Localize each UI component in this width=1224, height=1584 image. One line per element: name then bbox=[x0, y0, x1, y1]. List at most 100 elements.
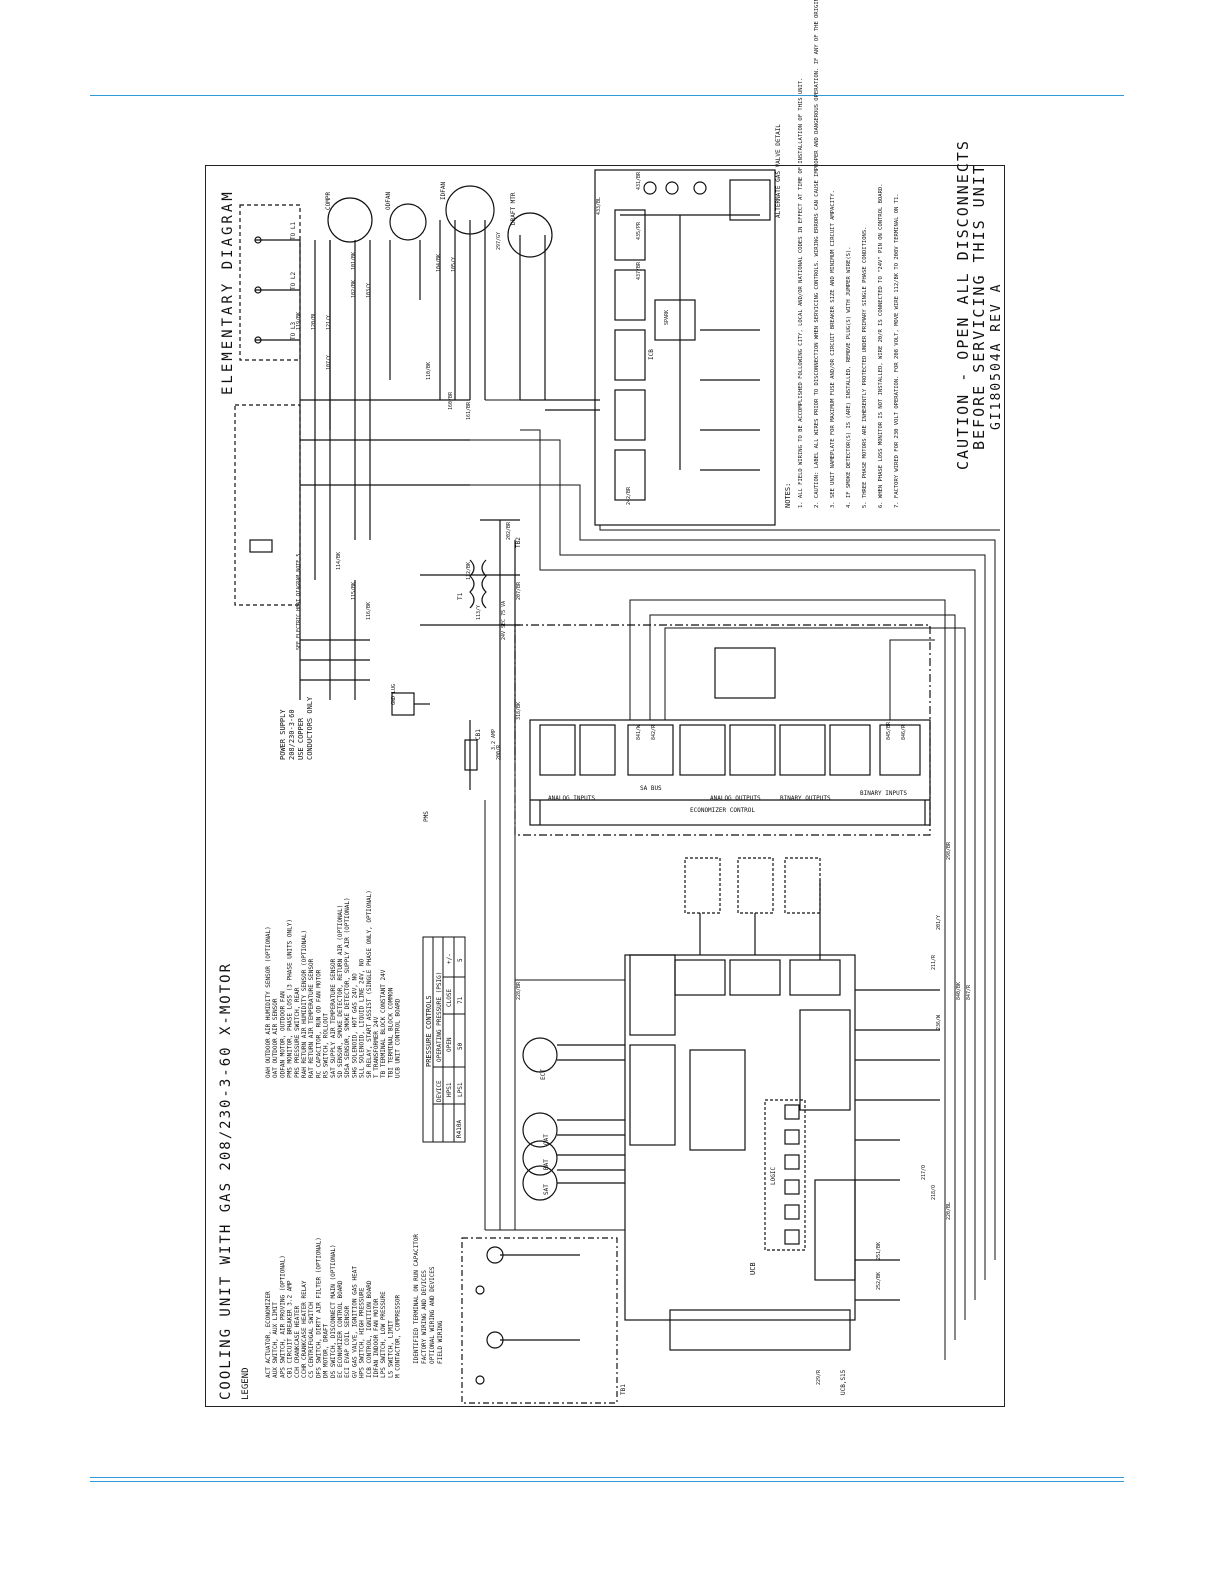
wire-label: 846/R bbox=[901, 724, 907, 740]
component-label-binary-inputs: BINARY INPUTS bbox=[860, 790, 907, 797]
component-label-compr: COMPR bbox=[325, 192, 332, 210]
legend-entry: OAH OUTDOOR AIR HUMIDITY SENSOR (OPTIONA… bbox=[265, 926, 272, 1078]
legend-entry: DFS SWITCH, DIRTY AIR FILTER (OPTIONAL) bbox=[315, 1237, 322, 1378]
legend-entry: SD SENSOR, SMOKE DETECTOR, RETURN AIR (O… bbox=[337, 905, 344, 1078]
footer-rule bbox=[90, 1477, 1124, 1478]
wire-label: 217/O bbox=[921, 1165, 927, 1180]
note-entry: 2. CAUTION: LABEL ALL WIRES PRIOR TO DIS… bbox=[814, 0, 820, 508]
component-label-alternate: ALTERNATE GAS VALVE DETAIL bbox=[775, 124, 782, 218]
legend-entry: IDFAN INDOOR FAN MOTOR bbox=[373, 1298, 380, 1378]
economizer-control-board bbox=[514, 624, 931, 836]
legend-entry: TBI TERMINAL BLOCK COMMON bbox=[387, 987, 394, 1078]
component-label-sat: SAT bbox=[543, 1184, 550, 1195]
component-label-gnd-lug: GND LUG bbox=[391, 684, 397, 705]
legend-entry: RS SWITCH, ROLLOUT bbox=[323, 1013, 330, 1078]
legend-entry: RAT RETURN AIR TEMPERATURE SENSOR bbox=[308, 958, 315, 1078]
wire-label: 435/PR bbox=[636, 221, 642, 240]
legend-entry: SDSA SENSOR, SMOKE DETECTOR, SUPPLY AIR … bbox=[344, 897, 351, 1078]
component-label-to-l1: TO L1 bbox=[290, 222, 297, 240]
wire-label: 297/GY bbox=[496, 232, 502, 250]
wire-label: 101/BK bbox=[351, 252, 357, 270]
wire-label: 318/BK bbox=[516, 702, 522, 720]
wire-label: 229/R bbox=[816, 1369, 822, 1385]
component-label-t1: T1 bbox=[457, 592, 464, 600]
component-label-t1-rating: 24V SEC 75 VA bbox=[501, 601, 507, 640]
pressure-hps: HPS1 bbox=[446, 1082, 453, 1097]
component-label-see-electric: SEE ELECTRIC HEAT DIAGRAM NOTE 5 bbox=[296, 554, 302, 650]
legend-entry: M CONTACTOR, COMPRESSOR bbox=[395, 1295, 402, 1378]
power-wiring bbox=[234, 185, 600, 790]
wire-label: 160/BR bbox=[448, 391, 454, 410]
component-label-sa-bus: SA BUS bbox=[640, 785, 662, 792]
legend-entry: ACT ACTUATOR, ECONOMIZER bbox=[265, 1291, 272, 1378]
wire-label: 202/BR bbox=[506, 521, 512, 540]
wire-label: 113/Y bbox=[476, 605, 482, 620]
drawing-number: GI180504A REV A bbox=[989, 283, 1004, 430]
legend-entry: CS CENTRIFUGAL SWITCH bbox=[308, 1302, 315, 1378]
legend-entry: HPS SWITCH, HIGH PRESSURE bbox=[359, 1287, 366, 1378]
wire-label: 110/BK bbox=[426, 362, 432, 380]
legend-entry: RC CAPACITOR, RUN OD FAN MOTOR bbox=[315, 969, 322, 1078]
wire-label: 207/BR bbox=[516, 581, 522, 600]
legend-entry: RAH RETURN AIR HUMIDITY SENSOR (OPTIONAL… bbox=[301, 930, 308, 1078]
component-label-idfan: IDFAN bbox=[440, 182, 447, 200]
component-label-analog-outputs: ANALOG OUTPUTS bbox=[710, 795, 761, 802]
diagram-subtitle: COOLING UNIT WITH GAS 208/230-3-60 X-MOT… bbox=[218, 962, 234, 1400]
legend-entry: ECI EVAP COIL SENSOR bbox=[344, 1305, 351, 1378]
wire-label: 121/Y bbox=[326, 315, 332, 330]
wire-label: 120/BL bbox=[311, 312, 317, 330]
component-label-cb1: CB1 bbox=[475, 729, 482, 740]
legend-entry: PRS PRESSURE SWITCH, REAR bbox=[294, 987, 301, 1078]
component-label-binary-outputs: BINARY OUTPUTS bbox=[780, 795, 831, 802]
note-entry: 4. IF SMOKE DETECTOR(S) IS (ARE) INSTALL… bbox=[846, 246, 852, 508]
caution-line-2: BEFORE SERVICING THIS UNIT bbox=[970, 163, 988, 450]
ucb-power-wires bbox=[484, 760, 625, 1231]
power-supply-4: CONDUCTORS ONLY bbox=[306, 696, 314, 760]
wire-label: 298/BR bbox=[946, 841, 952, 860]
legend-entry: AUX SWITCH, AUX LIMIT bbox=[272, 1302, 279, 1378]
wire-label: 842/R bbox=[651, 724, 657, 740]
pressure-lps-open: 50 bbox=[457, 1042, 464, 1050]
component-label-to-l2: TO L2 bbox=[290, 272, 297, 290]
legend-entry: UCB UNIT CONTROL BOARD bbox=[395, 998, 402, 1078]
power-supply-1: POWER SUPPLY bbox=[279, 709, 287, 760]
wire-label: 220/BL bbox=[946, 1202, 952, 1220]
wire-label: 104/BK bbox=[436, 254, 442, 272]
legend-entry: OAT OUTDOOR AIR SENSOR bbox=[272, 998, 279, 1078]
legend-entry: ICB CONTROL, IGNITION BOARD bbox=[366, 1280, 373, 1378]
wire-label: 218/O bbox=[931, 1185, 937, 1200]
legend-symbol-entry: OPTIONAL WIRING AND DEVICES bbox=[429, 1266, 436, 1364]
legend-entry: T TRANSFORMER 24V bbox=[373, 1016, 380, 1078]
note-entry: 6. WHEN PHASE LOSS MONITOR IS NOT INSTAL… bbox=[878, 183, 884, 508]
wire-label: 242/BR bbox=[626, 486, 632, 505]
pressure-controls-table: PRESSURE CONTROLS DEVICE OPERATING PRESS… bbox=[422, 936, 466, 1143]
legend-title: LEGEND bbox=[241, 1367, 251, 1400]
component-label-oat: OAT bbox=[543, 1134, 550, 1145]
pressure-sub-tol: +/- bbox=[446, 953, 453, 964]
legend-entry: SR RELAY, START ASSIST (SINGLE PHASE ONL… bbox=[366, 890, 373, 1078]
notes-block: NOTES: 1. ALL FIELD WIRING TO BE ACCOMPL… bbox=[784, 0, 900, 508]
wire-label: 116/BK bbox=[366, 602, 372, 620]
wire-label: 431/BR bbox=[636, 171, 642, 190]
pressure-header-device: DEVICE bbox=[436, 1080, 443, 1102]
wire-label: 119/BK bbox=[296, 312, 302, 330]
legend-entry: GV GAS VALVE, IGNITION GAS HEAT bbox=[351, 1266, 358, 1378]
wire-label: 841/W bbox=[636, 724, 642, 740]
note-entry: 1. ALL FIELD WIRING TO BE ACCOMPLISHED F… bbox=[798, 78, 804, 508]
diagram-frame bbox=[205, 165, 1005, 1407]
component-label-spark: SPARK bbox=[664, 310, 670, 325]
component-label-draft-mtr: DRAFT MTR bbox=[510, 192, 517, 225]
component-label-pms: PMS bbox=[423, 811, 430, 822]
pressure-header-op: OPERATING PRESSURE (PSIG) bbox=[436, 972, 443, 1062]
component-label-ucb-s15: UCB,S15 bbox=[840, 1369, 847, 1395]
component-label-ect: ECT bbox=[540, 1069, 547, 1080]
component-label-tb1: TB1 bbox=[620, 1384, 627, 1395]
pressure-lps-close: 71 bbox=[457, 996, 464, 1004]
wire-label: 103/Y bbox=[366, 283, 372, 298]
component-label-icb: ICB bbox=[648, 349, 655, 360]
caution-line-1: CAUTION - OPEN ALL DISCONNECTS bbox=[954, 139, 972, 470]
wire-label: 228/BR bbox=[516, 981, 522, 1000]
legend-entry: PMS MONITOR, PHASE LOSS (3 PHASE UNITS O… bbox=[287, 919, 294, 1078]
legend-entry: CCH CRANKCASE HEATER bbox=[294, 1305, 301, 1378]
